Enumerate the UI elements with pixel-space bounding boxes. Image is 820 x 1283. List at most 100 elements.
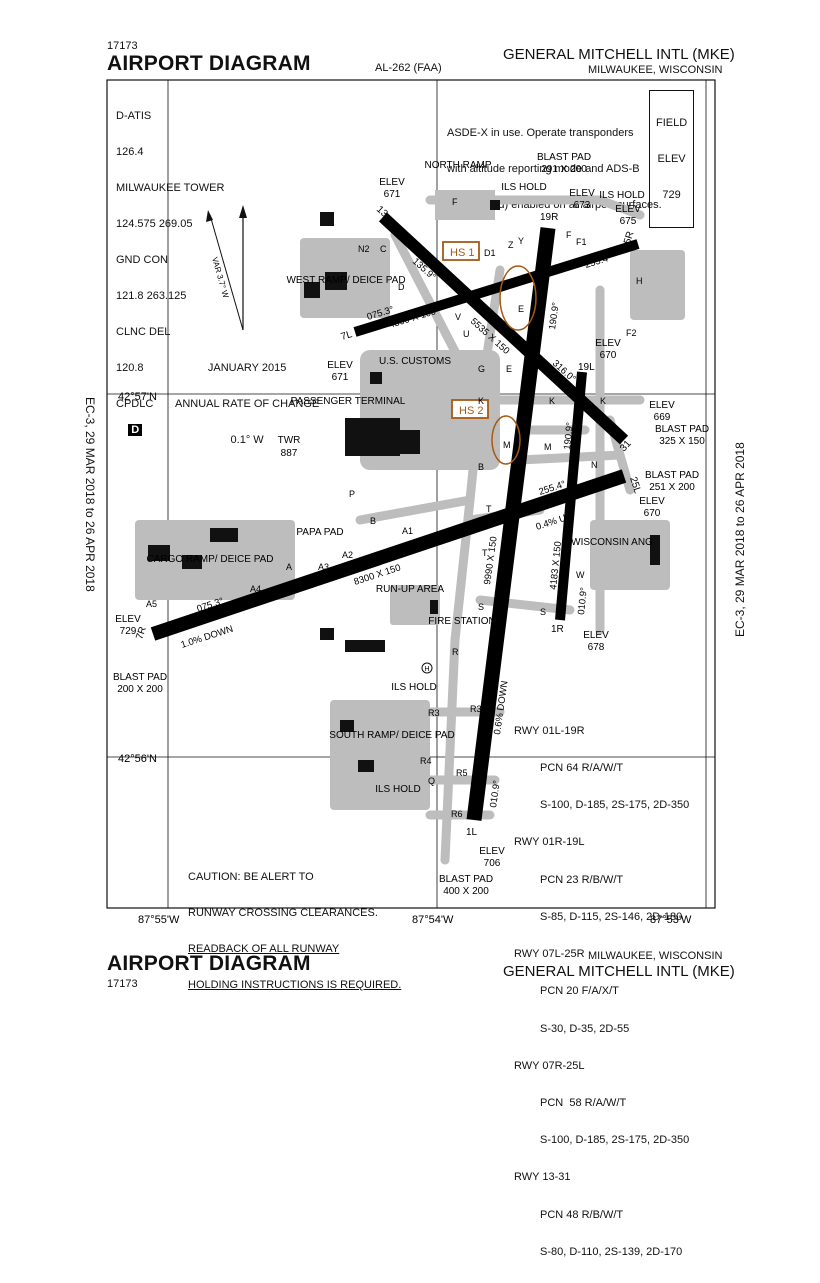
rwy-entry: RWY 13-31: [514, 1171, 689, 1183]
rwy-1r-label: 1R: [551, 624, 564, 635]
hot-spot-1-box: [442, 241, 480, 261]
taxiway-letter: A: [286, 562, 292, 572]
annual-change-line: ANNUAL RATE OF CHANGE: [175, 398, 320, 410]
runway-01l-19r: [466, 227, 556, 821]
chart-number-top: 17173: [107, 40, 138, 52]
blast-pad-north-label: BLAST PAD: [537, 152, 591, 163]
hot-spot-1-label: HS 1: [450, 247, 474, 259]
rwy-weights: S-100, D-185, 2S-175, 2D-350: [540, 799, 690, 812]
runway-end-labels: 19R 1L 19L 1R 7L 25R 7R 25L 13 31: [134, 204, 643, 838]
north-ramp-label: NORTH RAMP: [424, 160, 491, 171]
field-elev-line: 729: [662, 189, 681, 201]
building: [304, 282, 320, 298]
taxiway-letter: K: [549, 396, 555, 406]
run-up-area-pad: [390, 585, 440, 625]
runways: [150, 212, 640, 821]
taxiway-letter: A3: [318, 562, 329, 572]
elev-label: ELEV: [479, 846, 505, 857]
airport-code-text: (MKE): [692, 963, 735, 980]
taxiway-letter: U: [463, 329, 470, 339]
lon-label-1: 87°55'W: [138, 914, 180, 926]
freq-line: CPDLC: [116, 398, 154, 410]
blast-pad-e-dim: 251 X 200: [649, 482, 695, 493]
passenger-terminal-label: PASSENGER TERMINAL: [291, 396, 406, 407]
heliport-label: H: [424, 666, 429, 673]
taxiway-letter: R5: [456, 768, 468, 778]
elev-value: 670: [600, 350, 617, 361]
ils-hold-label-mid: ILS HOLD: [391, 682, 437, 693]
rwy-25r-label: 25R: [620, 230, 636, 251]
wisconsin-ang-label: WISCONSIN ANG: [571, 537, 653, 548]
rwy-id: 13-31: [542, 1171, 571, 1184]
customs-building: [370, 372, 382, 384]
al-code: AL-262 (FAA): [375, 62, 442, 74]
cpdlc-badge: D: [128, 424, 143, 436]
twr-label: TWR: [278, 435, 301, 446]
freq-line: 121.8 263.125: [116, 290, 187, 302]
blast-pad-s-dim: 400 X 200: [443, 886, 489, 897]
blast-pad-ne-dim: 325 X 150: [659, 436, 705, 447]
elev-value: 671: [332, 372, 349, 383]
rwy-weights: S-85, D-115, 2S-146, 2D-180: [540, 910, 683, 923]
fire-station-building: [430, 600, 438, 614]
facility-labels: NORTH RAMP WEST RAMP/ DEICE PAD U.S. CUS…: [146, 160, 653, 795]
taxiway-a1: [355, 495, 475, 525]
twr-elev-label: 887: [281, 448, 298, 459]
elev-label: ELEV: [583, 630, 609, 641]
airport-name-text: GENERAL MITCHELL INTL: [503, 963, 689, 980]
hot-spot-2-ellipse: [491, 415, 521, 465]
field-elevation-box: FIELD ELEV 729: [649, 90, 695, 228]
fire-station-label: FIRE STATION: [428, 616, 495, 627]
taxiway-letter: E: [506, 364, 512, 374]
rwy-pcn: PCN 64 R/A/W/T: [540, 762, 624, 775]
hdg-010-1: 010.9°: [576, 587, 590, 616]
rwy-entry: RWY 07R-25L: [514, 1060, 689, 1072]
taxiway-letter: A2: [342, 550, 353, 560]
rwy-pcn: PCN 23 R/B/W/T: [540, 873, 624, 886]
taxiway-letter: B: [478, 462, 484, 472]
rwy-prefix: RWY: [514, 724, 540, 737]
true-north-arrowhead: [239, 205, 247, 218]
caution-line: HOLDING INSTRUCTIONS IS REQUIRED.: [188, 979, 402, 991]
rwy-prefix: RWY: [514, 1171, 540, 1184]
rwy-weights: S-80, D-110, 2S-139, 2D-170: [540, 1245, 683, 1258]
taxiway-letter: Q: [428, 776, 435, 786]
caution-line: READBACK OF ALL RUNWAY: [188, 943, 340, 955]
taxiway-letter: M: [544, 442, 552, 452]
papa-pad-label: PAPA PAD: [296, 527, 343, 538]
rwy-id: 01L-19R: [542, 724, 585, 737]
heliport-circle: [421, 662, 433, 674]
blast-pad-ne-label: BLAST PAD: [655, 424, 709, 435]
terminal-concourse: [400, 430, 420, 454]
north-ramp-apron: [435, 190, 495, 220]
taxiway-letter: R3: [428, 708, 440, 718]
taxiway-letter: D1: [484, 248, 496, 258]
elev-value: 671: [384, 189, 401, 200]
building: [340, 720, 354, 732]
chart-title-bottom: AIRPORT DIAGRAM: [107, 952, 311, 975]
annual-change-note: JANUARY 2015 ANNUAL RATE OF CHANGE 0.1° …: [175, 338, 319, 470]
taxiway-letter: F1: [576, 237, 587, 247]
chart-frame: [106, 79, 716, 909]
freq-line: MILWAUKEE TOWER: [116, 182, 225, 194]
taxiway-letter: S: [478, 602, 484, 612]
taxiway-letter: F: [566, 230, 572, 240]
taxiway-letter: K: [478, 396, 484, 406]
freq-line: D-ATIS: [116, 110, 152, 122]
rwy-pcn: PCN 58 R/A/W/T: [540, 1097, 627, 1109]
freq-line: 120.8: [116, 362, 144, 374]
rwy-weights: S-100, D-185, 2S-175, 2D-350: [540, 1134, 690, 1147]
rwy-19l-label: 19L: [578, 362, 595, 373]
rwy-id: 07R-25L: [542, 1059, 585, 1072]
elev-value: 673: [574, 200, 591, 211]
lon-label-2: 87°54'W: [412, 914, 454, 926]
taxiway-letter: T: [486, 504, 492, 514]
cargo-ramp-apron: [135, 520, 295, 600]
dim-01r: 4183 X 150: [548, 541, 564, 590]
caution-line: CAUTION: BE ALERT TO: [188, 871, 314, 883]
elev-label: ELEV: [379, 177, 405, 188]
taxiway-letter: M: [503, 440, 511, 450]
taxiway-letter: N: [591, 460, 598, 470]
elev-value: 678: [588, 642, 605, 653]
elev-label: ELEV: [615, 204, 641, 215]
